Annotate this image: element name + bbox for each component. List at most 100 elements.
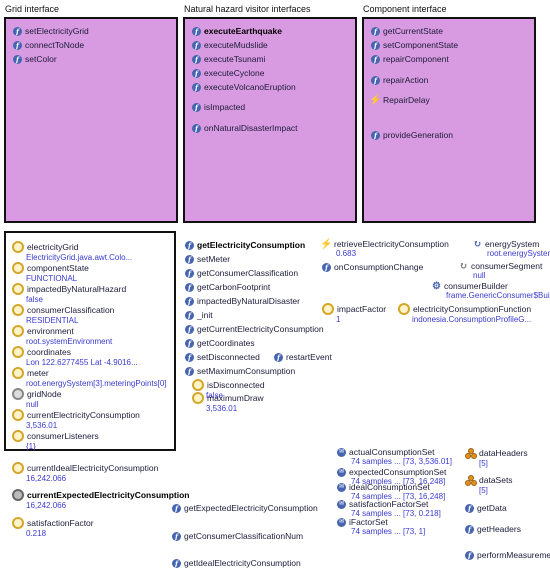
field-energySystem[interactable]: ↻energySystem root.energySystem[ <box>473 239 550 259</box>
function-icon: f <box>465 524 474 534</box>
function-icon: f <box>192 123 201 133</box>
field-circle-gray-icon <box>12 489 24 501</box>
field-electricityConsumptionFunction[interactable]: electricityConsumptionFunction indonesia… <box>398 303 531 324</box>
field-currentExpectedElectricityConsumption[interactable]: currentExpectedElectricityConsumption 16… <box>12 489 189 510</box>
dataset-idealConsumptionSet[interactable]: ✉idealConsumptionSet 74 samples ... [73,… <box>337 482 446 501</box>
dataset-icon: ✉ <box>337 468 346 477</box>
function-icon: f <box>371 40 380 50</box>
field-maximumDraw[interactable]: maximumDraw 3,536.01 <box>192 392 264 413</box>
collection-icon <box>465 448 477 459</box>
field-coordinates[interactable]: coordinates Lon 122.6277455 Lat -4.9016.… <box>12 346 138 367</box>
field-environment[interactable]: environment root.systemEnvironment <box>12 325 112 346</box>
component-interface-title: Component interface <box>363 4 447 14</box>
hazard-interface-panel <box>183 17 357 223</box>
field-gridNode[interactable]: gridNode null <box>12 388 62 409</box>
function-icon: f <box>274 352 283 362</box>
dataset-actualConsumptionSet[interactable]: ✉actualConsumptionSet 74 samples ... [73… <box>337 447 452 466</box>
field-circle-icon <box>12 262 24 274</box>
field-impactedByNaturalHazard[interactable]: impactedByNaturalHazard false <box>12 283 126 304</box>
field-consumerClassification[interactable]: consumerClassification RESIDENTIAL <box>12 304 114 325</box>
event-RepairDelay[interactable]: ⚡RepairDelay <box>369 94 430 106</box>
field-componentState[interactable]: componentState FUNCTIONAL <box>12 262 89 283</box>
function-icon: f <box>13 26 22 36</box>
function-icon: f <box>172 558 181 568</box>
field-consumerSegment[interactable]: ↻consumerSegment null <box>459 261 543 281</box>
hazard-interface-title: Natural hazard visitor interfaces <box>184 4 311 14</box>
function-icon: f <box>192 68 201 78</box>
field-circle-gray-icon <box>12 388 24 400</box>
field-circle-icon <box>12 430 24 442</box>
dataset-satisfactionFactorSet[interactable]: ✉satisfactionFactorSet 74 samples ... [7… <box>337 499 441 518</box>
function-icon: f <box>371 130 380 140</box>
field-consumerListeners[interactable]: consumerListeners {1} <box>12 430 99 451</box>
component-interface-panel <box>362 17 536 223</box>
field-isDisconnected[interactable]: isDisconnected false <box>192 379 265 400</box>
dataset-iFactorSet[interactable]: ✉iFactorSet 74 samples ... [73, 1] <box>337 517 426 536</box>
field-circle-icon <box>322 303 334 315</box>
function-icon: f <box>185 240 194 250</box>
function-init[interactable]: f_init <box>185 310 213 320</box>
field-electricityGrid[interactable]: electricityGrid ElectricityGrid.java.awt… <box>12 241 132 262</box>
event-retrieveElectricityConsumption[interactable]: ⚡retrieveElectricityConsumption 0.683 <box>320 239 449 259</box>
field-currentIdealElectricityConsumption[interactable]: currentIdealElectricityConsumption 16,24… <box>12 462 158 483</box>
collection-dataHeaders[interactable]: dataHeaders [5] <box>465 448 528 468</box>
field-satisfactionFactor[interactable]: satisfactionFactor 0.218 <box>12 517 94 538</box>
dataset-icon: ✉ <box>337 518 346 527</box>
grid-interface-panel <box>4 17 178 223</box>
dataset-expectedConsumptionSet[interactable]: ✉expectedConsumptionSet 74 samples ... [… <box>337 467 447 486</box>
function-icon: f <box>185 310 194 320</box>
function-icon: f <box>192 102 201 112</box>
field-circle-icon <box>12 409 24 421</box>
event-bolt-icon: ⚡ <box>369 94 382 106</box>
function-icon: f <box>185 352 194 362</box>
field-meter[interactable]: meter root.energySystem[3].meteringPoint… <box>12 367 167 388</box>
field-consumerBuilder[interactable]: ⚙consumerBuilder frame.GenericConsumer$B… <box>432 281 550 301</box>
field-circle-icon <box>192 392 204 404</box>
field-circle-icon <box>12 346 24 358</box>
builder-gear-icon: ⚙ <box>432 281 441 292</box>
function-icon: f <box>172 503 181 513</box>
function-icon: f <box>185 282 194 292</box>
field-circle-icon <box>12 283 24 295</box>
collection-dataSets[interactable]: dataSets [5] <box>465 475 513 495</box>
function-icon: f <box>371 26 380 36</box>
function-icon: f <box>192 54 201 64</box>
field-circle-icon <box>12 462 24 474</box>
dataset-icon: ✉ <box>337 448 346 457</box>
field-currentElectricityConsumption[interactable]: currentElectricityConsumption 3,536.01 <box>12 409 140 430</box>
grid-interface-title: Grid interface <box>5 4 60 14</box>
field-impactFactor[interactable]: impactFactor 1 <box>322 303 386 324</box>
